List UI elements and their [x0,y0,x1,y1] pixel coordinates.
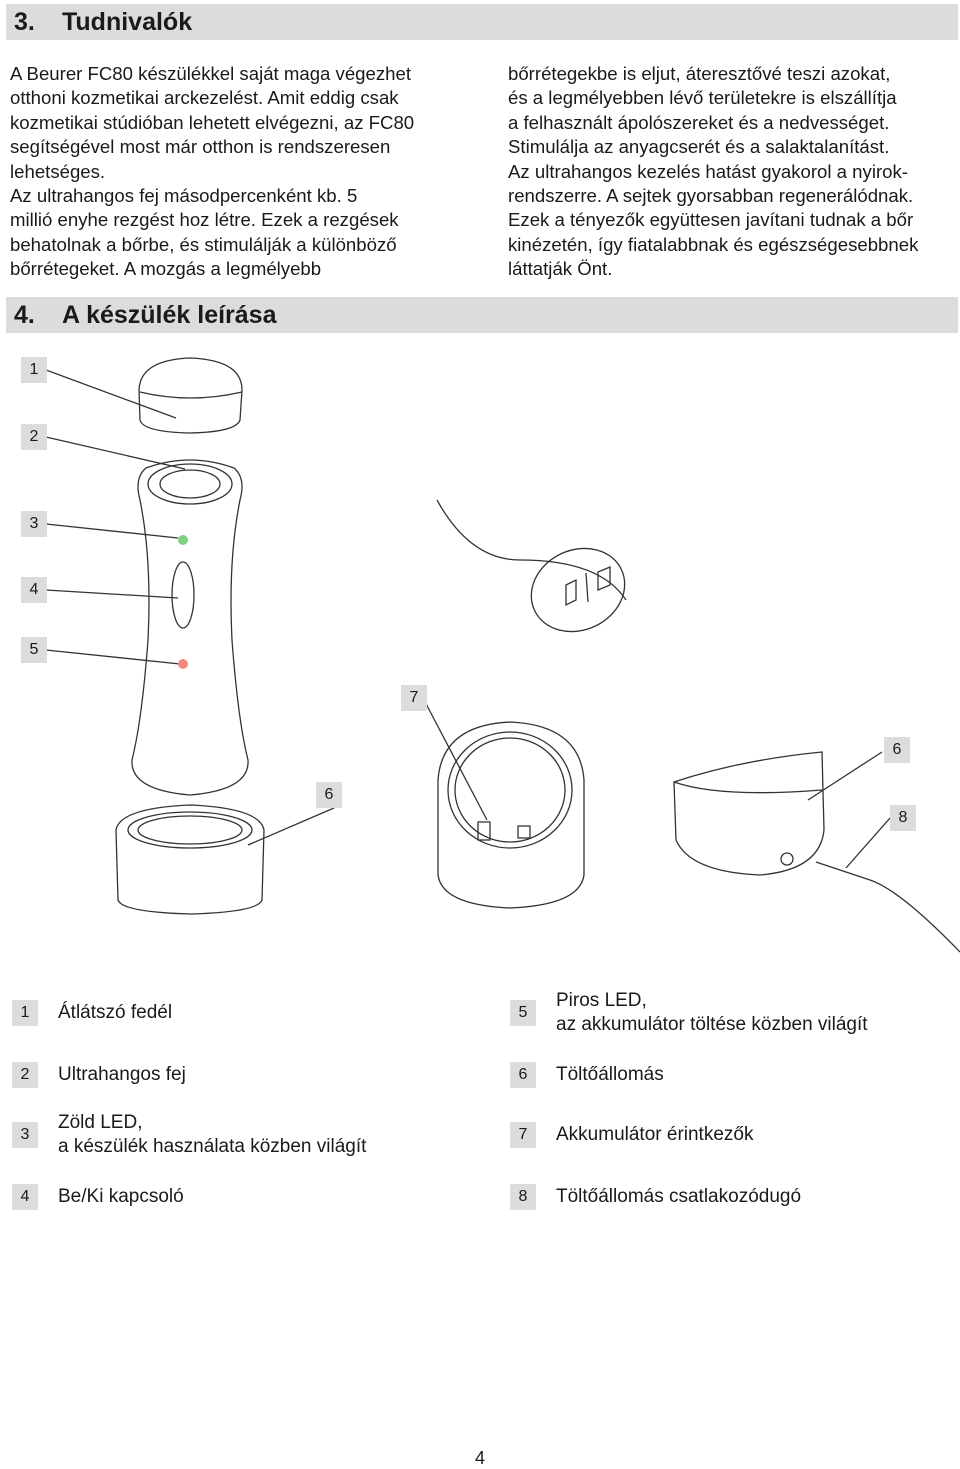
legend-label: Töltőállomás csatlakozódugó [556,1185,801,1209]
cap-drawing [138,357,243,434]
legend-label: Töltőállomás [556,1063,664,1087]
intro-text-line: A Beurer FC80 készülékkel saját maga vég… [10,63,412,84]
legend-number: 1 [12,1000,38,1026]
intro-text-line: rendszerre. A sejtek gyorsabban regenerá… [508,185,914,207]
section-number: 4. [14,300,35,329]
intro-text-line: és a legmélyebben lévő területekre is el… [508,87,897,109]
legend-label: Be/Ki kapcsoló [58,1185,184,1209]
page-number: 4 [474,1448,485,1468]
legend-number: 4 [12,1184,38,1210]
callout-2: 2 [21,424,47,450]
section-3-header: 3. Tudnivalók [6,4,958,40]
intro-text-line: láttatják Önt. [508,258,613,280]
intro-text-line: Az ultrahangos fej másodpercenként kb. 5 [10,185,358,207]
legend-number: 8 [510,1184,536,1210]
red-led [178,659,188,669]
callout-1: 1 [21,357,47,383]
legend-label-line: Akkumulátor érintkezők [556,1124,754,1145]
callout-6-front: 6 [316,782,342,808]
section-number: 3. [14,7,35,36]
intro-text-line: segítségével most már otthon is rendszer… [10,136,391,158]
legend-label: Átlátszó fedél [58,1001,172,1025]
legend-label-line: Piros LED, [556,990,647,1011]
charging-station-front-drawing [437,721,585,909]
intro-text-line: kozmetikai stúdióban lehetett elvégezni,… [10,111,415,133]
intro-text-line: a felhasznált ápolószereket és a nedvess… [508,111,890,133]
intro-text-line: millió enyhe rezgést hoz létre. Ezek a r… [10,209,399,231]
legend-label-line: Be/Ki kapcsoló [58,1186,184,1207]
legend-number: 7 [510,1122,536,1148]
legend-number: 3 [12,1122,38,1148]
legend-item: 5 Piros LED, az akkumulátor töltése közben… [510,990,950,1035]
legend-label-line: Töltőállomás csatlakozódugó [556,1186,802,1207]
intro-text-line: otthoni kozmetikai arckezelést. Amit edd… [10,87,399,109]
section-4-header: 4. A készülék leírása [6,297,958,333]
legend-item: 4 Be/Ki kapcsoló [12,1184,452,1210]
section-title: Tudnivalók [62,7,193,36]
legend-item: 7 Akkumulátor érintkezők [510,1122,950,1148]
callout-5: 5 [21,637,47,663]
intro-text-line: behatolnak a bőrbe, és stimulálják a kül… [10,233,397,255]
legend-label-line: az akkumulátor töltése közben világít [556,1014,868,1035]
device-diagram: 1 2 3 4 5 7 6 6 8 [0,340,960,960]
intro-text-line: bőrrétegekbe is eljut, áteresztővé teszi… [508,63,891,84]
legend-number: 5 [510,1000,536,1026]
legend-item: 6 Töltőállomás [510,1062,950,1088]
power-switch-drawing [171,561,195,629]
callout-7: 7 [401,685,427,711]
legend-item: 1 Átlátszó fedél [12,1000,452,1026]
intro-text-line: Az ultrahangos kezelés hatást gyakorol a… [508,160,908,182]
legend-label: Akkumulátor érintkezők [556,1123,753,1147]
intro-left-column: A Beurer FC80 készülékkel saját maga vég… [10,62,480,282]
legend-label: Zöld LED, a készülék használata közben vi… [58,1111,366,1159]
charging-base-drawing [115,804,265,915]
legend-label: Piros LED, az akkumulátor töltése közben … [556,989,868,1037]
callout-6-side: 6 [884,737,910,763]
intro-text-line: kinézetén, így fiatalabbnak és egészsége… [508,233,919,255]
legend-number: 2 [12,1062,38,1088]
intro-text-line: lehetséges. [10,160,106,182]
legend-item: 8 Töltőállomás csatlakozódugó [510,1184,950,1210]
intro-right-column: bőrrétegekbe is eljut, áteresztővé teszi… [508,62,958,282]
callout-4: 4 [21,577,47,603]
callout-8: 8 [890,805,916,831]
intro-text-line: Stimulálja az anyagcserét és a salaktala… [508,136,890,158]
green-led [178,535,188,545]
legend-label-line: a készülék használata közben világít [58,1136,367,1157]
legend-label: Ultrahangos fej [58,1063,186,1087]
legend-number: 6 [510,1062,536,1088]
diagram-illustration [45,357,960,953]
device-bottom-drawing [436,499,627,601]
section-title: A készülék leírása [62,300,277,329]
legend-item: 2 Ultrahangos fej [12,1062,452,1088]
legend-label-line: Zöld LED, [58,1112,143,1133]
cable-drawing [815,861,960,953]
charging-station-side-drawing [673,751,825,876]
intro-text-line: bőrrétegeket. A mozgás a legmélyebb [10,258,322,280]
device-body-drawing [131,459,249,796]
legend-label-line: Ultrahangos fej [58,1064,186,1085]
legend-label-line: Átlátszó fedél [58,1002,173,1023]
legend-label-line: Töltőállomás [556,1064,664,1085]
callout-3: 3 [21,511,47,537]
legend-item: 3 Zöld LED, a készülék használata közben v… [12,1112,452,1157]
intro-text-line: Ezek a tényezők együttesen javítani tudn… [508,209,914,231]
